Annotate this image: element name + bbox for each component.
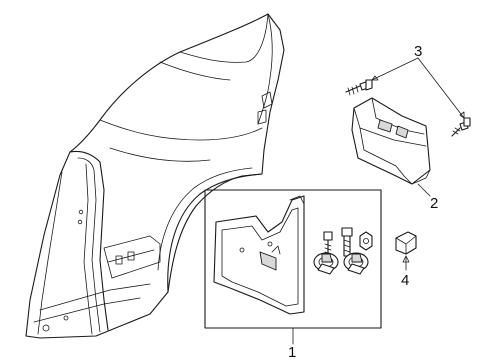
quarter-panel — [25, 13, 285, 339]
screw-3-right — [451, 117, 471, 137]
callout-2: 2 — [430, 195, 438, 212]
callout-2-leader — [417, 183, 431, 197]
kit-clip-right — [343, 252, 369, 275]
kit-bolt — [341, 227, 353, 257]
mud-flap — [213, 195, 305, 315]
callout-3: 3 — [414, 43, 422, 60]
kit-clip-left — [313, 252, 339, 275]
callout-1: 1 — [288, 344, 296, 360]
push-clip — [395, 231, 417, 255]
splash-shield — [351, 97, 431, 185]
kit-screw-small — [323, 231, 333, 257]
screw-3-left — [345, 79, 373, 96]
callout-4: 4 — [401, 272, 409, 289]
callout-4-arrowhead — [402, 255, 410, 263]
callout-3-leaders — [371, 57, 465, 119]
kit-nut — [359, 231, 373, 251]
